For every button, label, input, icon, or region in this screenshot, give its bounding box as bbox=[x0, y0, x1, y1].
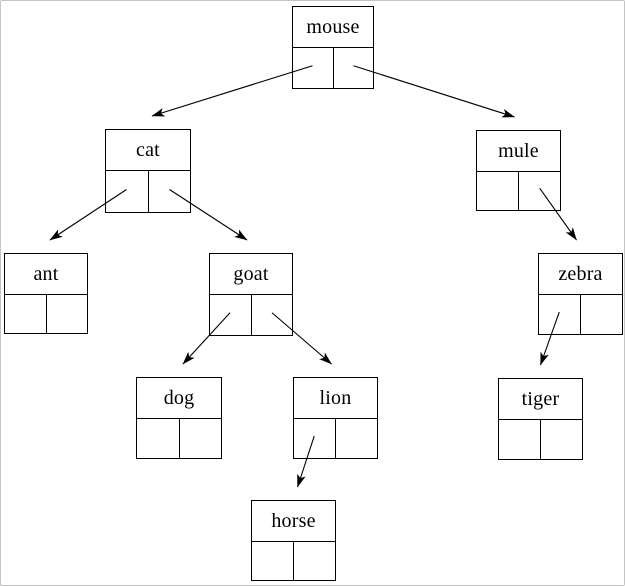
left-pointer-cell bbox=[293, 48, 334, 88]
pointer-cells bbox=[106, 171, 190, 212]
right-pointer-cell bbox=[294, 542, 335, 580]
left-pointer-cell bbox=[137, 419, 180, 458]
left-pointer-cell bbox=[5, 295, 47, 333]
tree-node-zebra: zebra bbox=[538, 253, 623, 335]
right-pointer-cell bbox=[47, 295, 88, 333]
node-label: tiger bbox=[499, 379, 582, 420]
tree-node-horse: horse bbox=[251, 500, 336, 581]
pointer-cells bbox=[294, 419, 377, 458]
node-label: ant bbox=[5, 254, 87, 295]
tree-node-tiger: tiger bbox=[498, 378, 583, 460]
node-label: mule bbox=[477, 131, 560, 172]
left-pointer-cell bbox=[499, 420, 541, 459]
pointer-cells bbox=[252, 542, 335, 580]
right-pointer-cell bbox=[541, 420, 582, 459]
node-label: goat bbox=[210, 254, 292, 295]
right-pointer-cell bbox=[581, 295, 622, 334]
pointer-cells bbox=[137, 419, 221, 458]
left-pointer-cell bbox=[252, 542, 294, 580]
right-pointer-cell bbox=[252, 295, 293, 335]
node-label: lion bbox=[294, 378, 377, 419]
pointer-cells bbox=[210, 295, 292, 335]
edge-mouse-mule bbox=[353, 65, 515, 118]
pointer-cells bbox=[293, 48, 373, 88]
tree-node-mule: mule bbox=[476, 130, 561, 211]
right-pointer-cell bbox=[334, 48, 374, 88]
tree-node-dog: dog bbox=[136, 377, 222, 459]
left-pointer-cell bbox=[294, 419, 336, 458]
left-pointer-cell bbox=[106, 171, 149, 212]
left-pointer-cell bbox=[539, 295, 581, 334]
edge-mouse-cat bbox=[151, 65, 313, 117]
pointer-cells bbox=[5, 295, 87, 333]
tree-node-ant: ant bbox=[4, 253, 88, 334]
pointer-cells bbox=[477, 172, 560, 210]
tree-node-cat: cat bbox=[105, 129, 191, 213]
left-pointer-cell bbox=[477, 172, 519, 210]
right-pointer-cell bbox=[149, 171, 191, 212]
node-label: horse bbox=[252, 501, 335, 542]
node-label: zebra bbox=[539, 254, 622, 295]
tree-node-lion: lion bbox=[293, 377, 378, 459]
node-label: cat bbox=[106, 130, 190, 171]
tree-node-mouse: mouse bbox=[292, 6, 374, 89]
pointer-cells bbox=[499, 420, 582, 459]
tree-node-goat: goat bbox=[209, 253, 293, 336]
right-pointer-cell bbox=[336, 419, 377, 458]
right-pointer-cell bbox=[519, 172, 560, 210]
left-pointer-cell bbox=[210, 295, 252, 335]
node-label: mouse bbox=[293, 7, 373, 48]
node-label: dog bbox=[137, 378, 221, 419]
pointer-cells bbox=[539, 295, 622, 334]
right-pointer-cell bbox=[180, 419, 222, 458]
